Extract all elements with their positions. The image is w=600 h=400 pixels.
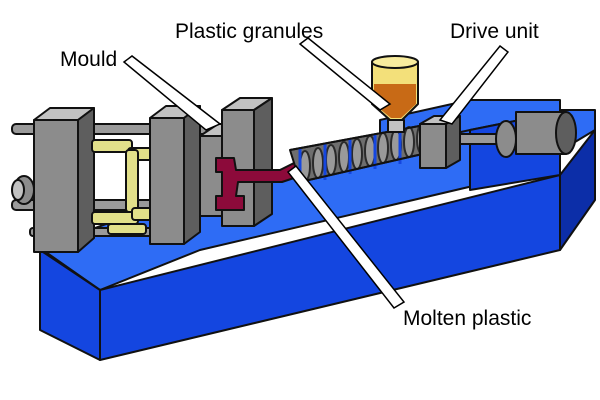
drive-shaft [459, 133, 501, 145]
mould-label: Mould [60, 48, 117, 71]
fixed-platen-side [253, 97, 273, 227]
rear-platen [11, 107, 95, 253]
drive-unit [419, 111, 577, 169]
barrel-heater-bands [298, 130, 402, 184]
hopper-granules [374, 84, 416, 118]
drive-pulley [495, 120, 517, 158]
rear-boss-face [11, 179, 25, 201]
link-bottom [107, 223, 147, 235]
molten-plastic-label: Molten plastic [403, 307, 531, 330]
molten-plastic [215, 157, 301, 211]
base-end [559, 129, 596, 251]
rear-platen-side [77, 107, 95, 253]
link-vertical [125, 149, 139, 213]
molten-plastic-shape [215, 157, 301, 211]
moving-platen [149, 105, 201, 245]
motor-end [555, 111, 577, 155]
moving-platen-side [183, 105, 201, 245]
hopper-rim [371, 55, 419, 69]
plastic-granules-label: Plastic granules [175, 20, 323, 43]
label-pointers [122, 37, 510, 309]
barrel-outline [289, 123, 441, 183]
molten-plastic-pointer [286, 164, 406, 309]
drive-unit-label: Drive unit [450, 20, 539, 43]
moving-platen-face [149, 117, 185, 245]
hopper-neck [387, 119, 405, 133]
drive-unit-pointer [438, 44, 510, 125]
drive-block-face [419, 123, 447, 169]
mould-pointer [122, 55, 222, 131]
rear-platen-face [33, 119, 79, 253]
link-upper-1 [91, 139, 133, 153]
plastic-granules-pointer [298, 37, 392, 111]
